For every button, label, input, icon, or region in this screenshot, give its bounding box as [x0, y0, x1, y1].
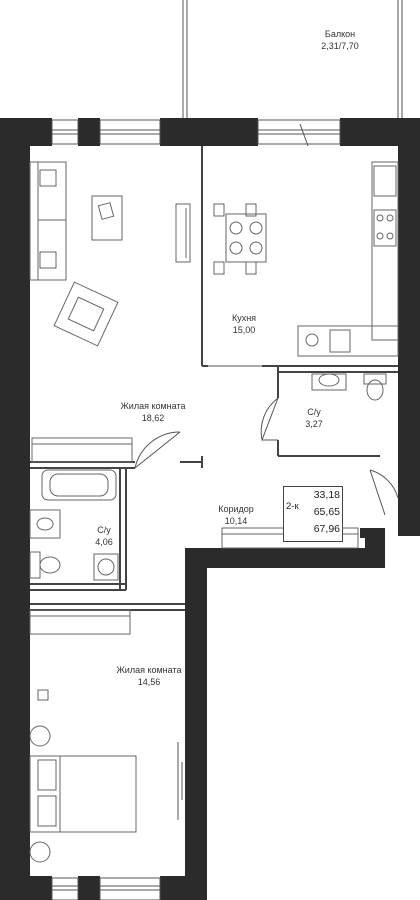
total-area-with-balcony: 67,96	[313, 523, 340, 535]
bathtub	[41, 469, 117, 501]
kitchen-name: Кухня	[231, 313, 257, 323]
tv-stand	[175, 203, 191, 263]
living2-area: 14,56	[137, 677, 161, 687]
living1-label: Жилая комната 18,62	[108, 400, 198, 424]
living1-area: 18,62	[141, 413, 165, 423]
corridor-label: Коридор 10,14	[206, 503, 266, 527]
bathroom2-fixtures	[29, 469, 119, 581]
apartment-info: 2-к 33,18 65,65 67,96	[283, 486, 343, 542]
bathroom2-area: 4,06	[95, 537, 113, 547]
bed	[29, 755, 137, 833]
apartment-type: 2-к	[286, 501, 299, 512]
armchair	[53, 281, 119, 347]
interior-walls	[30, 146, 398, 611]
doors	[134, 123, 399, 820]
bathroom2-name: С/у	[97, 525, 111, 535]
balcony-area: 2,31/7,70	[321, 41, 359, 51]
windows	[51, 119, 341, 900]
corridor-name: Коридор	[218, 504, 254, 514]
total-area: 65,65	[313, 506, 340, 518]
exterior-walls	[0, 118, 420, 900]
living1-furniture	[29, 161, 191, 463]
bathroom1-name: С/у	[307, 407, 321, 417]
living-area: 33,18	[313, 489, 340, 501]
dining-table	[225, 213, 267, 263]
living1-name: Жилая комната	[120, 401, 186, 411]
balcony-outline	[182, 0, 403, 118]
balcony-label: Балкон 2,31/7,70	[300, 28, 380, 52]
coffee-table	[91, 195, 123, 241]
kitchen-area: 15,00	[232, 325, 256, 335]
living2-name: Жилая комната	[116, 665, 182, 675]
washing-machine	[93, 553, 119, 581]
kitchen-label: Кухня 15,00	[214, 312, 274, 336]
sofa	[29, 161, 67, 281]
corridor-area: 10,14	[224, 516, 248, 526]
balcony-name: Балкон	[324, 29, 356, 39]
bathroom1-area: 3,27	[305, 419, 323, 429]
bathroom1-fixtures	[311, 373, 387, 401]
living2-furniture	[29, 609, 137, 863]
counter	[371, 161, 399, 341]
living2-label: Жилая комната 14,56	[104, 664, 194, 688]
bathroom2-label: С/у 4,06	[84, 524, 124, 548]
bathroom1-label: С/у 3,27	[294, 406, 334, 430]
kitchen-furniture	[213, 161, 399, 357]
